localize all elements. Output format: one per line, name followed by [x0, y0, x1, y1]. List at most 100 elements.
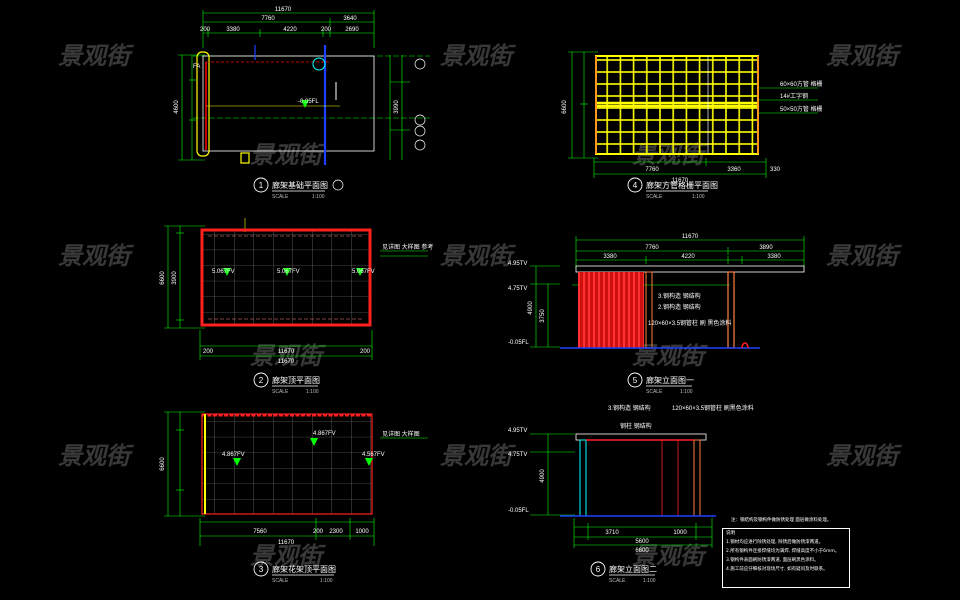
callout-1: 60×60方管 格栅	[780, 80, 823, 88]
dim-s5: 2690	[345, 27, 359, 33]
drawing-title: 廊架花架顶平面图	[272, 564, 336, 574]
note-line: 1.钢材均应进行除锈处理, 除锈后做防锈漆两道。	[726, 540, 824, 545]
watermark: 景观街	[250, 141, 322, 169]
level-marker-icon	[301, 100, 309, 108]
drawing-title: 廊架立面图一	[646, 375, 694, 385]
column	[727, 271, 735, 349]
dimension-lines	[568, 51, 818, 178]
callout-note: 见详图 大样图 参考	[382, 243, 433, 251]
watermark: 景观街	[250, 542, 322, 570]
note-line: 4.施工前应仔细核对现场尺寸, 如有疑问及时联系。	[726, 567, 828, 572]
dim-seg-3: 330	[770, 167, 781, 173]
elevation-2: 4.75TV	[508, 286, 527, 292]
drawing-number: 6	[596, 565, 601, 574]
elevation-3: -0.05FL	[508, 508, 529, 514]
elevation-2: 5.067FV	[277, 269, 300, 275]
note-line: 3.钢构件表面刷防锈漆两道, 面层刷黑色涂料。	[726, 558, 819, 563]
dim-total: 11670	[672, 178, 689, 184]
drawing-title: 廊架基础平面图	[272, 180, 328, 190]
roof-outline	[200, 228, 372, 327]
watermark: 景观街	[826, 242, 898, 270]
drawing-number: 2	[259, 376, 264, 385]
notes-title: 说明	[726, 531, 735, 536]
drawing-ratio: 1:100	[643, 578, 656, 584]
column-left	[579, 439, 587, 517]
dim-height-2: 3750	[540, 309, 546, 323]
drawing-1-foundation-plan: 11670 7760 3640 200 3380 4220 200 2690 4…	[174, 7, 430, 200]
dim-seg-1: 7560	[253, 529, 267, 535]
elevation-label: -0.05FL	[298, 99, 319, 105]
dim-seg-2: 200	[313, 529, 324, 535]
watermark: 景观街	[826, 442, 898, 470]
drawing-5-elevation-1: 11670 7760 3890 3380 4220 3380 4.95TV 4.…	[508, 234, 805, 395]
drawing-scale: SCALE	[646, 389, 663, 395]
dim-s4: 4220	[681, 254, 695, 260]
dim-seg-1: 7760	[645, 167, 659, 173]
watermark: 景观街	[440, 442, 512, 470]
elevation-1: 4.95TV	[508, 261, 527, 267]
dimension-lines	[530, 236, 805, 348]
dim-width: 6600	[635, 548, 649, 554]
dim-s3: 3380	[603, 254, 617, 260]
drawing-6-elevation-2: 4.95TV 4.75TV -0.05FL 4900 3710 1000 560…	[508, 404, 754, 584]
callout-1: 3.钢构造 钢结构	[608, 404, 651, 412]
elevation-1: 4.867FV	[222, 452, 245, 458]
dim-total: 11670	[278, 359, 295, 365]
strip-foundation	[196, 51, 210, 157]
callout-2: 2.钢构造 钢结构	[658, 303, 701, 311]
north-icon	[332, 179, 344, 191]
trellis-outline	[201, 413, 373, 515]
drawing-scale: SCALE	[609, 578, 626, 584]
dim-s5: 3380	[767, 254, 781, 260]
beam	[575, 265, 805, 273]
dim-height: 4600	[174, 100, 180, 114]
elevation-1: 5.067FV	[212, 269, 235, 275]
column-right	[693, 439, 701, 517]
dim-height: 6600	[160, 457, 166, 471]
drawing-number: 5	[633, 376, 638, 385]
dim-seg-b: 3640	[343, 16, 357, 22]
dim-height: 4900	[540, 469, 546, 483]
notes-header: 注：钢结构及钢构件做防锈处理 面层做涂料处理。	[731, 518, 832, 523]
callout-1: 3.钢构造 钢结构	[658, 292, 701, 300]
drawing-number: 4	[633, 181, 638, 190]
dim-total: 11670	[682, 234, 699, 240]
dim-total: 11670	[278, 540, 295, 546]
watermark: 景观街	[440, 42, 512, 70]
drawing-ratio: 1:100	[312, 194, 325, 200]
watermark: 景观街	[632, 542, 704, 570]
dim-seg-a: 7760	[261, 16, 275, 22]
dim-height: 6600	[160, 271, 166, 285]
watermark: 景观街	[58, 442, 130, 470]
dim-seg-2: 3360	[727, 167, 741, 173]
dim-height-2: 3990	[394, 100, 400, 114]
screen-wall	[578, 272, 644, 348]
dim-s1: 200	[203, 349, 214, 355]
drawing-number: 1	[259, 181, 264, 190]
dim-s3: 4220	[283, 27, 297, 33]
elevation-2: 4.867FV	[313, 431, 336, 437]
elevation-2: 4.75TV	[508, 452, 527, 458]
notes-panel: 说明 1.钢材均应进行除锈处理, 除锈后做防锈漆两道。 2.所有钢构件连接焊缝均…	[722, 528, 850, 588]
dim-height: 6600	[562, 100, 568, 114]
elevation-1: 4.95TV	[508, 428, 527, 434]
watermark: 景观街	[58, 242, 130, 270]
drawing-4-grille-plan: 6600 7760 3360 330 11670 60×60方管 格栅 14#工…	[562, 51, 823, 200]
drawing-scale: SCALE	[646, 194, 663, 200]
note-line: 2.所有钢构件连接焊缝均为满焊, 焊缝高度不小于6mm。	[726, 549, 840, 554]
dim-height-2: 3900	[172, 271, 178, 285]
dim-seg-3: 2300	[329, 529, 343, 535]
dimension-lines	[530, 433, 713, 548]
watermark: 景观街	[58, 42, 130, 70]
callout-note: 见详图 大样图	[382, 430, 420, 438]
dim-s2: 3890	[759, 245, 773, 251]
dim-s1: 7760	[645, 245, 659, 251]
dimension-lines	[164, 218, 428, 360]
drawing-scale: SCALE	[272, 194, 289, 200]
callout-3: 钢柱 钢结构	[620, 422, 652, 430]
watermark: 景观街	[826, 42, 898, 70]
dim-s5: 200	[360, 349, 371, 355]
drawing-title: 廊架立面图二	[609, 564, 657, 574]
callout-3: 50×50方管 格栅	[780, 105, 823, 113]
dim-seg-4: 1000	[355, 529, 369, 535]
